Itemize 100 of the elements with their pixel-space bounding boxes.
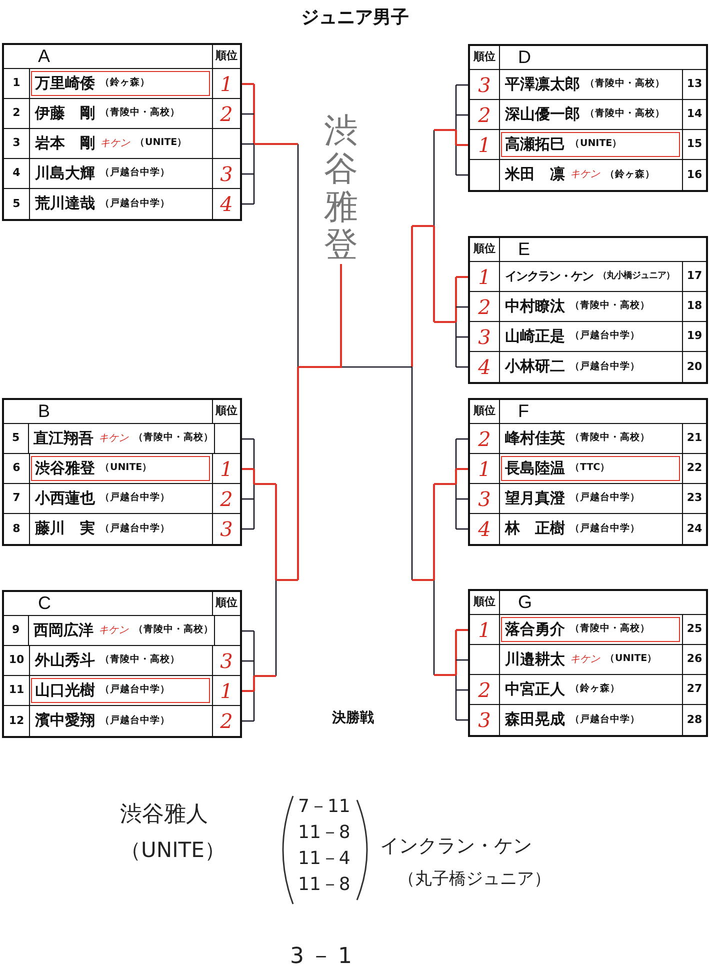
- player-name: 渋谷雅登: [35, 460, 95, 478]
- bracket-line: [456, 719, 468, 721]
- player-row: [2, 424, 242, 454]
- winner-line: [254, 483, 276, 485]
- handwritten-rank: 3: [478, 710, 491, 730]
- entry-number: 18: [686, 300, 702, 313]
- handwritten-rank: 2: [220, 711, 233, 731]
- group-table: [468, 236, 708, 384]
- column-header: 順位: [474, 596, 496, 609]
- player-name: 荒川達哉: [35, 195, 95, 213]
- column-header: 順位: [474, 51, 496, 64]
- title: ジュニア男子: [301, 8, 409, 29]
- club-name: （青陵中・高校）: [100, 655, 180, 666]
- player-name: 平澤凛太郎: [505, 76, 580, 94]
- entry-number: 27: [686, 683, 702, 696]
- entry-number: 24: [686, 522, 702, 536]
- entry-number: 9: [12, 624, 20, 637]
- bracket-line: [456, 366, 468, 368]
- player-name: 林 正樹: [505, 520, 565, 538]
- player-row: [468, 484, 708, 514]
- player-row: [468, 322, 708, 352]
- handwritten-note: キケン: [98, 624, 129, 636]
- club-name: （戸越台中学）: [570, 331, 640, 342]
- player-name: 落合勇介: [505, 620, 565, 638]
- player-name: 岩本 剛: [35, 134, 95, 152]
- club-name: （戸越台中学）: [100, 716, 170, 726]
- bracket-line: [242, 630, 254, 632]
- handwritten-rank: 3: [220, 519, 233, 539]
- handwritten-rank: 1: [220, 458, 233, 478]
- group-table: [468, 398, 708, 546]
- club-name: （UNITE）: [570, 139, 622, 150]
- player-name: 直江翔吾: [34, 430, 94, 448]
- entry-number: 2: [12, 107, 20, 120]
- player-name: 西岡広洋: [34, 622, 94, 640]
- group-letter: C: [38, 594, 51, 614]
- player-name: 小林研二: [505, 358, 565, 376]
- winner-line: [254, 675, 276, 677]
- winner-line: [254, 143, 298, 145]
- club-name: （青陵中・高校）: [570, 301, 650, 312]
- winner-line: [434, 483, 456, 485]
- club-name: （鈴ヶ森）: [570, 684, 620, 695]
- player-row: [468, 352, 708, 382]
- player-name: 伊藤 剛: [35, 104, 95, 122]
- club-name: （UNITE）: [135, 138, 188, 149]
- handwritten-rank: 4: [478, 519, 491, 539]
- player-name: 山崎正是: [505, 328, 565, 346]
- player-name: 峰村佳英: [505, 430, 565, 448]
- handwritten-rank: 3: [478, 326, 491, 346]
- bracket-line: [242, 113, 254, 115]
- bracket-line: [456, 336, 468, 338]
- player-name: 濱中愛翔: [35, 712, 95, 730]
- bracket-line: [456, 174, 468, 176]
- club-name: （青陵中・高校）: [134, 433, 214, 444]
- column-header: 順位: [474, 405, 496, 418]
- game-score: 11－4: [298, 849, 350, 870]
- entry-number: 7: [12, 492, 20, 505]
- player-row: [468, 454, 708, 484]
- winner-line: [242, 83, 254, 85]
- bracket-line: [456, 438, 468, 440]
- club-name: （UNITE）: [605, 654, 658, 665]
- handwritten-name: 渋谷雅登: [322, 112, 360, 264]
- club-name: （青陵中・高校）: [570, 624, 650, 635]
- winner-line: [456, 629, 468, 631]
- player-name: 小西蓮也: [35, 490, 95, 508]
- round-label: 決勝戦: [332, 710, 374, 726]
- handwritten-rank: 2: [220, 488, 233, 508]
- player-row: [2, 646, 242, 676]
- handwritten-rank: 2: [478, 680, 491, 700]
- player-row: [468, 645, 708, 675]
- club-name: （丸小橋ジュニア）: [598, 271, 674, 282]
- player-row: [2, 706, 242, 736]
- handwritten-rank: 1: [478, 266, 491, 286]
- group-letter: B: [38, 402, 50, 422]
- group-letter: A: [38, 46, 50, 66]
- club-name: （青陵中・高校）: [570, 433, 650, 444]
- player-row: [468, 100, 708, 130]
- entry-number: 15: [686, 138, 702, 151]
- winner-line: [412, 579, 434, 581]
- entry-number: 13: [686, 78, 702, 91]
- club-name: （戸越台中学）: [100, 685, 170, 696]
- player-name: インクラン・ケン: [505, 270, 593, 284]
- winner-line: [242, 468, 254, 470]
- player-row: [468, 262, 708, 292]
- group-letter: E: [518, 240, 530, 260]
- winner-line: [276, 579, 298, 581]
- entry-number: 21: [686, 432, 702, 445]
- group-table: [468, 589, 708, 737]
- bracket-line: [242, 720, 254, 722]
- winner-line: [456, 276, 468, 278]
- bracket-line: [242, 498, 254, 500]
- column-header: 順位: [216, 50, 238, 63]
- entry-number: 26: [686, 653, 702, 666]
- player-row: [2, 616, 242, 646]
- entry-number: 23: [686, 492, 702, 505]
- entry-number: 10: [8, 654, 24, 667]
- player-name: 高瀬拓巳: [505, 136, 565, 154]
- group-letter: G: [518, 592, 532, 612]
- winner-line: [456, 468, 468, 470]
- player-row: [2, 99, 242, 129]
- handwritten-rank: 2: [478, 104, 491, 124]
